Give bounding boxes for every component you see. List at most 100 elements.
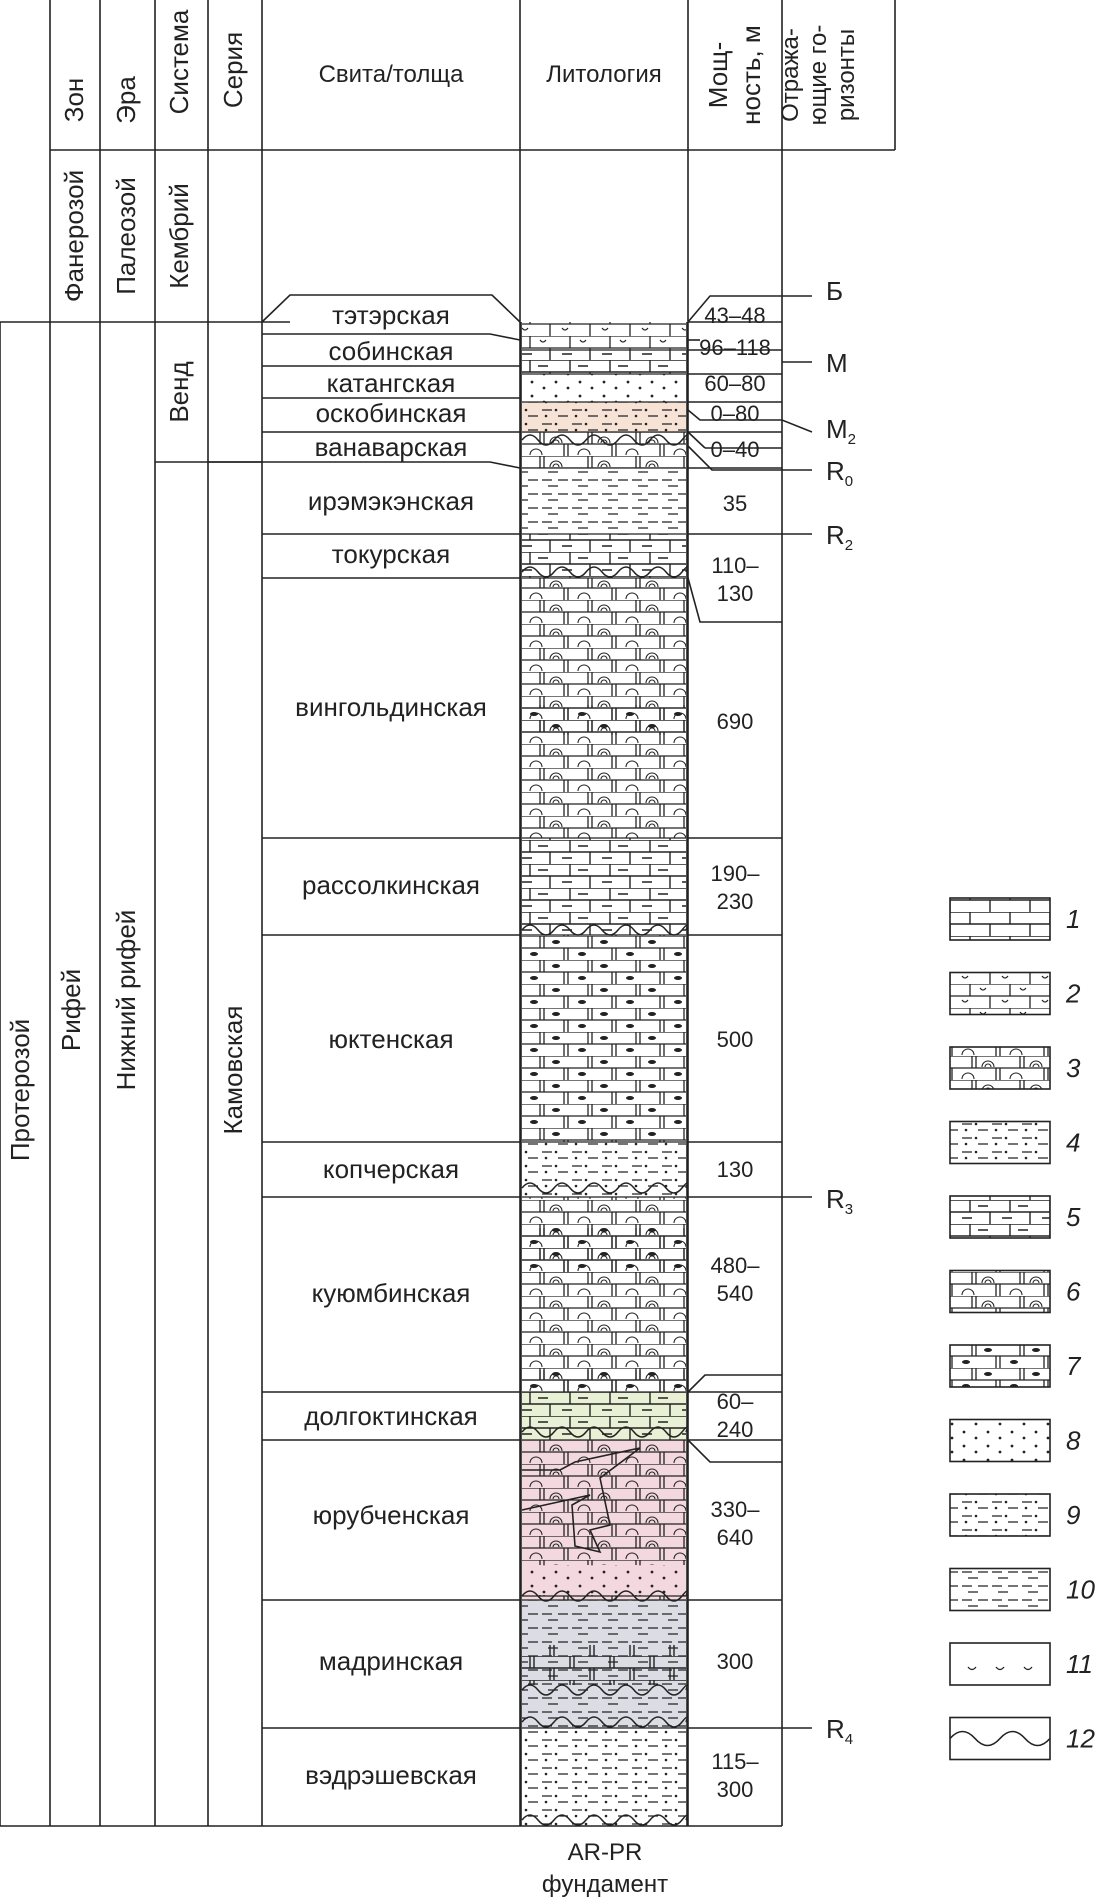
legend-swatch-fill <box>950 1121 1050 1164</box>
legend-label: 3 <box>1066 1053 1081 1083</box>
legend-label: 6 <box>1066 1277 1081 1307</box>
era-paleozoic: Палеозой <box>111 177 141 295</box>
horizon-b-pointer <box>687 295 812 323</box>
horizon-subscript: 4 <box>845 1731 853 1748</box>
legend-swatch-fill <box>950 972 1050 1015</box>
divider-line <box>687 431 706 449</box>
horizon-label: R3 <box>826 1184 853 1218</box>
formation-name: ванаварская <box>315 432 468 462</box>
legend-swatch-border <box>949 1418 1051 1463</box>
horizon-subscript: 2 <box>848 431 856 448</box>
era-riphean: Рифей <box>56 969 86 1051</box>
unconformity-line <box>521 566 689 578</box>
thickness-value: 500 <box>717 1027 754 1052</box>
legend-swatch-fill <box>950 1494 1050 1536</box>
header-horizons-3: ризонты <box>833 29 860 121</box>
lith-tokur <box>522 534 686 578</box>
header-eon: Зон <box>59 78 89 123</box>
header-horizons-2: ющие го- <box>805 25 832 126</box>
thickness-value: 43–48 <box>704 303 765 328</box>
unconformity-line <box>521 1716 689 1728</box>
thickness-value: 300 <box>717 1777 754 1802</box>
formation-name: рассолкинская <box>302 870 480 900</box>
thickness-value: 60–80 <box>704 371 765 396</box>
legend-swatch-fill <box>950 1196 1050 1238</box>
thickness-value: 60– <box>717 1389 754 1414</box>
header-formation: Свита/толща <box>319 61 465 88</box>
horizon-label: R2 <box>826 520 853 554</box>
legend-label: 10 <box>1066 1575 1095 1605</box>
unconformity-line <box>521 434 689 446</box>
formation-name: оскобинская <box>316 398 467 428</box>
legend-swatch-border <box>949 1269 1051 1314</box>
formation-name: собинская <box>328 336 453 366</box>
basement-line-1: AR-PR <box>568 1839 643 1866</box>
formation-name: копчерская <box>323 1154 459 1184</box>
lith-yukten <box>522 935 686 1142</box>
lith-kuyumb-silic <box>522 1228 686 1273</box>
lith-sobinsk <box>522 350 686 374</box>
header-horizons-1: Отража- <box>777 28 804 122</box>
divider-line <box>489 461 521 469</box>
lith-vingold-silic <box>522 705 686 735</box>
legend-swatch-border <box>949 1120 1051 1165</box>
lith-tetersk <box>522 322 686 350</box>
legend-label: 1 <box>1066 904 1080 934</box>
header-system: Система <box>164 9 194 114</box>
thickness-value: 540 <box>717 1281 754 1306</box>
divider-line <box>687 577 782 623</box>
formation-name: вэдрэшевская <box>305 1760 477 1790</box>
thickness-value: 35 <box>723 491 747 516</box>
unconformity-line <box>521 1684 689 1696</box>
header-series: Серия <box>218 32 248 108</box>
header-era: Эра <box>111 76 141 124</box>
horizon-subscript: 3 <box>845 1201 853 1218</box>
thickness-value: 130 <box>717 581 754 606</box>
thickness-value: 0–40 <box>711 437 760 462</box>
lithology-column <box>520 322 689 1826</box>
unconformity-line <box>521 1426 689 1438</box>
tetersk-top-line <box>261 294 521 323</box>
thickness-value: 190– <box>711 861 761 886</box>
formation-name: юрубченская <box>313 1500 470 1530</box>
legend-swatch-fill <box>950 1270 1050 1313</box>
formation-name: катангская <box>327 368 456 398</box>
horizon-label: R4 <box>826 1714 853 1748</box>
formation-name: токурская <box>332 539 450 569</box>
horizon-r0-pointer <box>687 445 812 471</box>
unconformity-line <box>521 1814 689 1826</box>
system-lower-riphean: Нижний рифей <box>111 910 141 1091</box>
legend-swatch-fill <box>950 1568 1050 1611</box>
legend-swatch-border <box>949 1493 1051 1537</box>
lith-kopcher <box>522 1142 686 1197</box>
legend-swatch-border <box>949 971 1051 1016</box>
header-thickness-2: ность, м <box>736 25 766 125</box>
legend-label: 5 <box>1066 1202 1081 1232</box>
horizon-label: М2 <box>826 414 856 448</box>
legend-label: 11 <box>1066 1649 1093 1679</box>
header-thickness-1: Мощ- <box>703 42 733 108</box>
legend-swatch-fill <box>950 1419 1050 1462</box>
thickness-value: 110– <box>711 553 759 578</box>
formation-name: вингольдинская <box>295 692 487 722</box>
lith-oskobinsk <box>522 402 686 432</box>
lith-kuyumb <box>522 1197 686 1392</box>
formation-name: юктенская <box>328 1024 453 1054</box>
thickness-value: 96–118 <box>699 335 771 360</box>
lith-rassol <box>522 838 686 935</box>
horizon-label: М <box>826 348 848 378</box>
legend-label: 12 <box>1066 1724 1095 1754</box>
horizon-m2-pointer <box>687 409 813 433</box>
legend-label: 2 <box>1065 979 1081 1009</box>
legend-label: 4 <box>1066 1128 1080 1158</box>
divider-line <box>687 1374 782 1393</box>
lith-vedresh <box>522 1728 686 1826</box>
legend-swatch-fill <box>950 1643 1050 1685</box>
horizon-subscript: 2 <box>845 537 853 554</box>
system-vend: Венд <box>164 361 194 422</box>
thickness-value: 130 <box>717 1157 754 1182</box>
unconformity-line <box>521 1182 689 1194</box>
thickness-value: 330– <box>711 1497 761 1522</box>
thickness-value: 115– <box>711 1749 759 1774</box>
